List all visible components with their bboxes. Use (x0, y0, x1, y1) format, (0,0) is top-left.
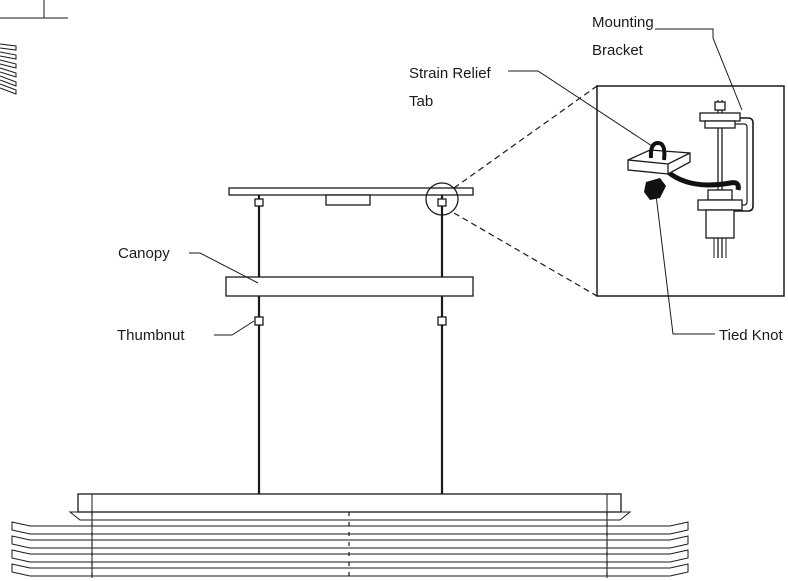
detail-circle (425, 182, 459, 216)
label-strain-relief-line1: Strain Relief (409, 65, 492, 82)
right-thumbnut (437, 316, 447, 326)
label-mounting-bracket-line2: Bracket (592, 42, 644, 59)
right-suspension-cable (437, 195, 447, 494)
callout-line-bottom (453, 212, 598, 297)
leader-lines (189, 28, 743, 336)
callout-line-top (453, 85, 598, 189)
label-strain-relief-line2: Tab (409, 93, 433, 110)
canopy-bar (225, 276, 474, 297)
label-canopy: Canopy (118, 245, 170, 262)
right-cable-gripper (437, 198, 447, 207)
left-thumbnut (254, 316, 264, 326)
ceiling-mounting-plate (228, 187, 474, 206)
left-cable-gripper (254, 198, 264, 207)
label-mounting-bracket-line1: Mounting (592, 14, 654, 31)
louvered-fixture (11, 493, 689, 578)
partial-louver-fragment (0, 43, 17, 95)
left-suspension-cable (254, 195, 264, 494)
tied-knot-shape (644, 178, 666, 200)
label-thumbnut: Thumbnut (117, 327, 185, 344)
bracket-shape (710, 117, 754, 212)
partial-crosshair-fragment (0, 0, 68, 19)
detail-inset (596, 85, 785, 297)
label-tied-knot: Tied Knot (719, 327, 783, 344)
